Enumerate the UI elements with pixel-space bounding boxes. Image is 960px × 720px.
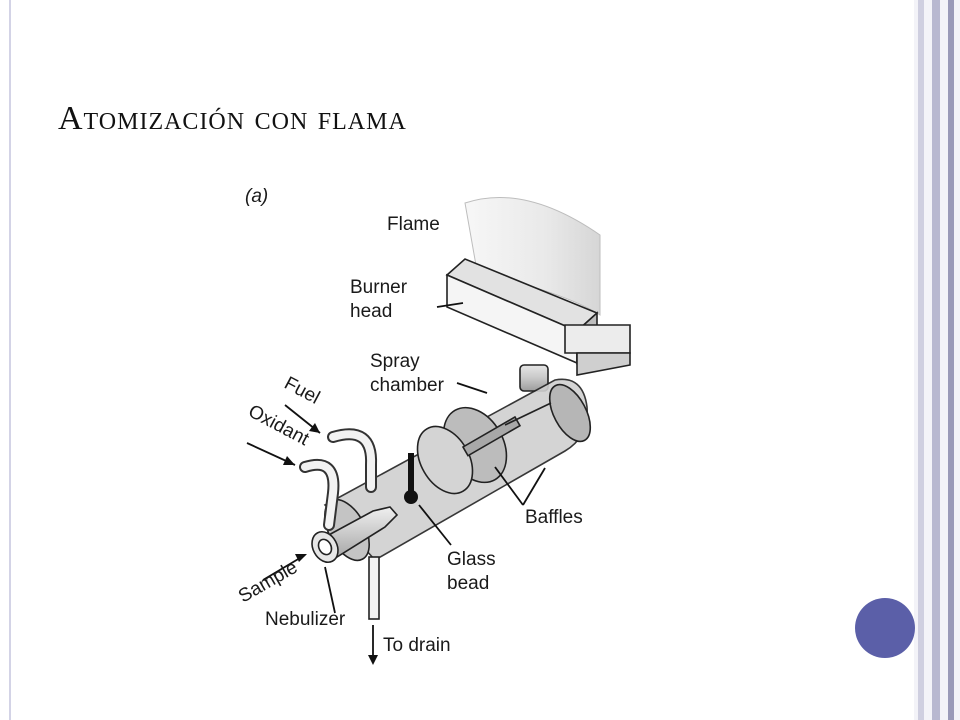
diagram-canvas: (a) Flame Burner head Spray chamber Fuel… bbox=[235, 186, 631, 665]
edge-stripe-2 bbox=[932, 0, 940, 720]
label-spray-1: Spray bbox=[370, 351, 420, 372]
leader-lines bbox=[246, 302, 546, 665]
nebulizer bbox=[311, 506, 399, 564]
label-fuel: Fuel bbox=[281, 373, 324, 409]
flame-atomizer-diagram: (a) Flame Burner head Spray chamber Fuel… bbox=[225, 175, 645, 665]
label-burner-1: Burner bbox=[350, 277, 408, 298]
label-sample: Sample bbox=[235, 557, 301, 607]
accent-circle bbox=[855, 598, 915, 658]
label-burner-2: head bbox=[350, 301, 392, 322]
edge-stripe-3 bbox=[948, 0, 954, 720]
burner-head bbox=[445, 258, 631, 376]
glass-bead bbox=[404, 453, 418, 504]
edge-stripe-1 bbox=[918, 0, 924, 720]
label-nebulizer: Nebulizer bbox=[265, 609, 346, 630]
left-border-rule bbox=[9, 0, 11, 720]
baffles bbox=[416, 402, 552, 495]
label-glass-2: bead bbox=[447, 573, 489, 594]
label-oxidant: Oxidant bbox=[245, 401, 313, 451]
label-glass-1: Glass bbox=[447, 549, 496, 570]
slide-title: Atomización con flama bbox=[58, 100, 407, 137]
panel-label: (a) bbox=[245, 186, 268, 207]
label-spray-2: chamber bbox=[370, 375, 445, 396]
label-drain: To drain bbox=[383, 635, 451, 656]
drain-tube bbox=[368, 556, 380, 620]
label-flame: Flame bbox=[387, 214, 440, 235]
label-baffles: Baffles bbox=[525, 507, 583, 528]
slide-right-edge bbox=[914, 0, 960, 720]
